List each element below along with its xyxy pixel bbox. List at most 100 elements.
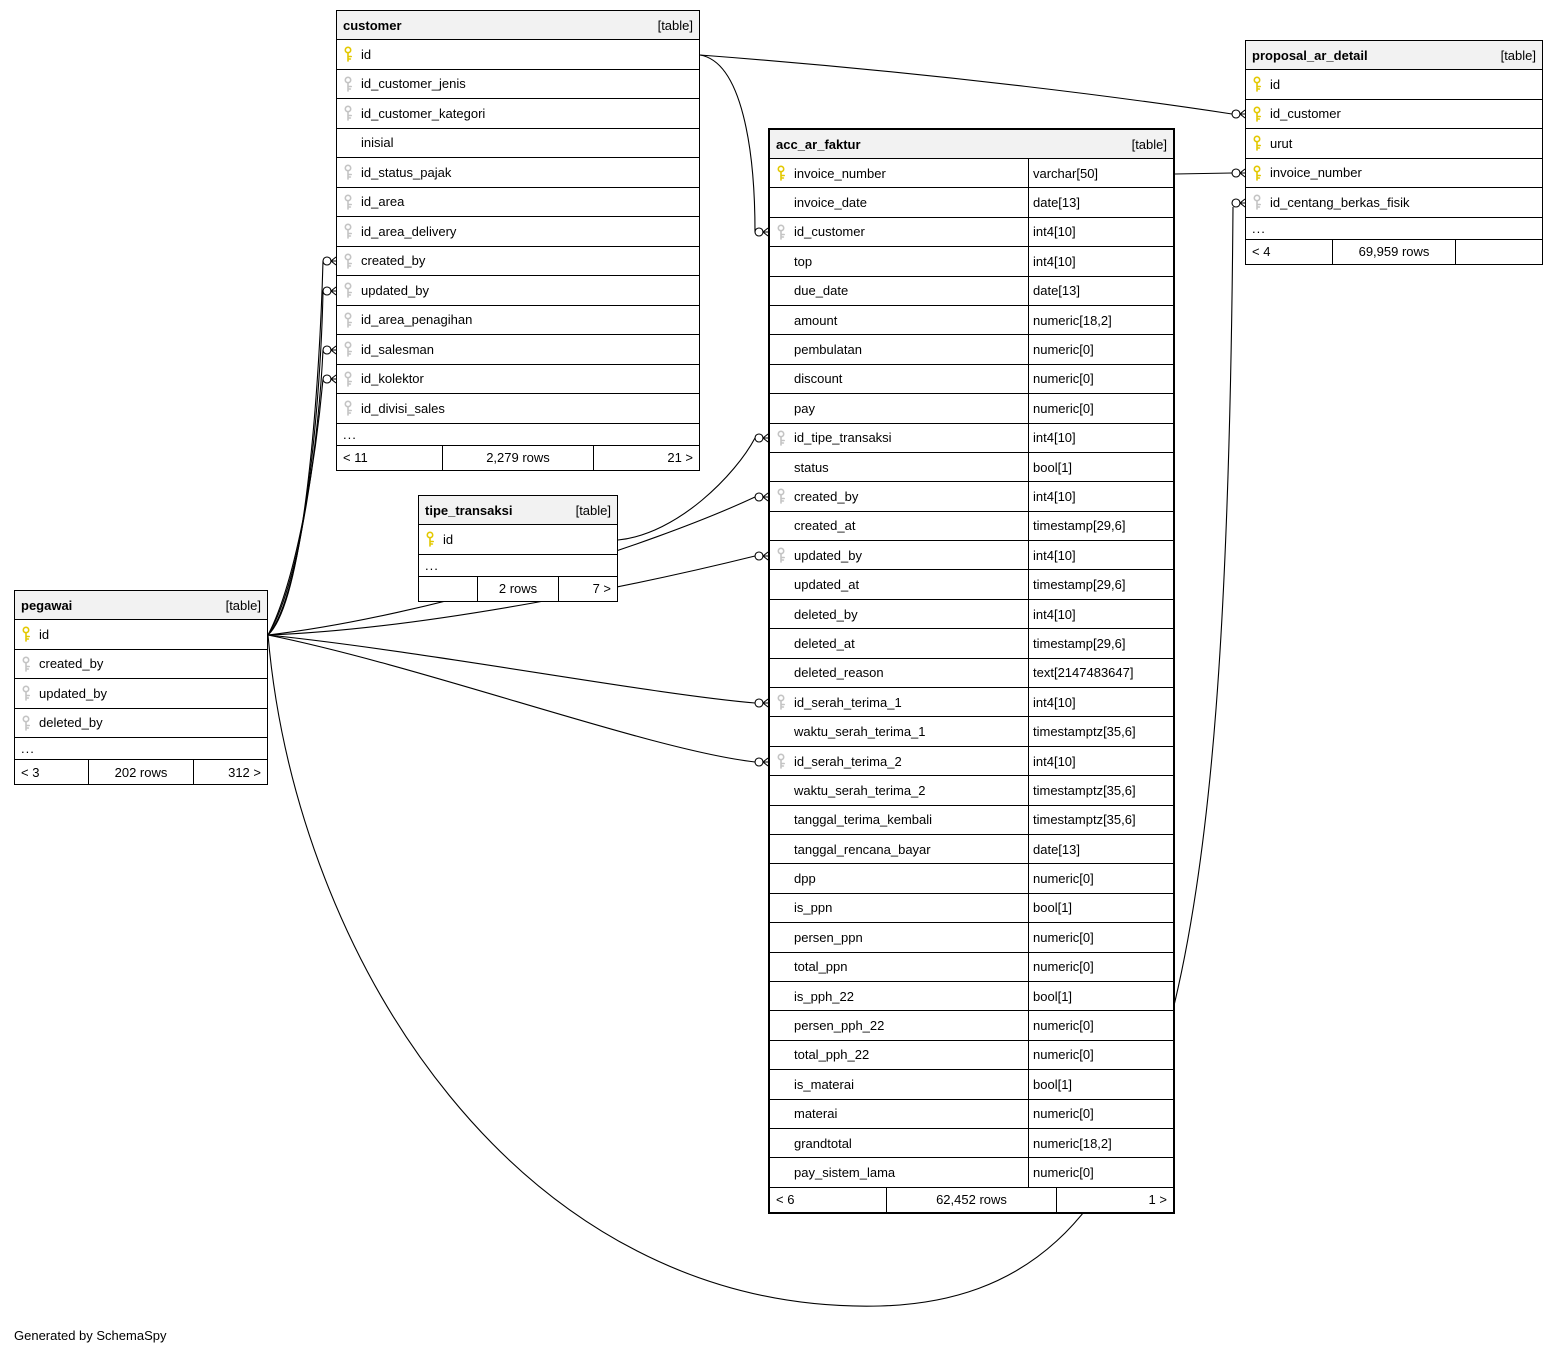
primary-key-icon: [426, 531, 434, 548]
column-row-id_area: id_area: [337, 187, 699, 217]
column-name: persen_pph_22: [794, 1018, 885, 1034]
column-type: bool[1]: [1028, 1070, 1173, 1099]
ellipsis-label: ...: [1252, 220, 1266, 236]
table-header[interactable]: pegawai [table]: [15, 591, 267, 620]
column-name: id: [361, 46, 372, 62]
footer-children-count: 312 >: [192, 760, 267, 784]
crow-foot-marker: [330, 256, 337, 266]
column-name: total_ppn: [794, 959, 848, 975]
relationship-pegawai-id-to-customer-id_salesman: [267, 349, 324, 636]
column-name: pay_sistem_lama: [794, 1164, 896, 1180]
fk-endpoint-circle: [754, 433, 764, 443]
foreign-key-icon: [344, 105, 352, 122]
footer-row-count: 62,452 rows: [886, 1187, 1055, 1212]
key-cell: [337, 223, 359, 240]
column-type: varchar[50]: [1028, 159, 1173, 188]
column-type: int4[10]: [1028, 541, 1173, 570]
fk-endpoint-circle: [322, 345, 332, 355]
column-name: id_area: [361, 194, 405, 210]
column-row-id_divisi_sales: id_divisi_sales: [337, 394, 699, 424]
column-row-id_customer: id_customer: [1246, 99, 1542, 129]
key-cell: [15, 715, 37, 731]
column-name: materai: [794, 1106, 838, 1122]
crow-foot-marker: [1239, 168, 1246, 178]
key-cell: [337, 164, 359, 181]
table-header[interactable]: acc_ar_faktur [table]: [770, 130, 1173, 159]
foreign-key-icon: [777, 488, 785, 505]
table-header[interactable]: tipe_transaksi [table]: [419, 496, 617, 525]
key-cell: [337, 312, 359, 328]
column-name: id_centang_berkas_fisik: [1270, 194, 1410, 210]
table-header[interactable]: proposal_ar_detail [table]: [1246, 41, 1542, 70]
key-cell: [419, 531, 441, 548]
column-type: date[13]: [1028, 276, 1173, 305]
column-row-updated_by: updated_by: [337, 276, 699, 306]
column-name: dpp: [794, 871, 816, 887]
column-type: int4[10]: [1028, 217, 1173, 247]
column-name: discount: [794, 371, 843, 387]
table-tag: [table]: [657, 17, 693, 33]
foreign-key-icon: [344, 253, 352, 269]
key-cell: [15, 626, 37, 643]
footer-row-count: 2,279 rows: [441, 445, 594, 470]
table-tipe-transaksi: tipe_transaksi [table] id... 2 rows 7 >: [418, 495, 618, 602]
column-row-ellipsis: ...: [337, 423, 699, 446]
column-type: bool[1]: [1028, 452, 1173, 482]
column-name: id_divisi_sales: [361, 400, 445, 416]
relationship-pegawai-id-to-customer-id_kolektor: [267, 378, 324, 636]
key-cell: [337, 76, 359, 92]
column-row-deleted_by: deleted_by: [15, 708, 267, 738]
column-name: status: [794, 459, 829, 475]
table-footer: < 4 69,959 rows: [1246, 239, 1542, 264]
table-header[interactable]: customer [table]: [337, 11, 699, 40]
fk-endpoint-circle: [322, 286, 332, 296]
column-name: total_pph_22: [794, 1047, 870, 1063]
generator-credit: Generated by SchemaSpy: [14, 1328, 167, 1343]
column-row-invoice_number: invoice_number: [1246, 158, 1542, 188]
footer-parents-count: [419, 577, 477, 601]
column-type: timestamp[29,6]: [1028, 629, 1173, 658]
column-name: id_serah_terima_1: [794, 694, 902, 710]
column-type: int4[10]: [1028, 688, 1173, 717]
fk-endpoint-circle: [754, 698, 764, 708]
foreign-key-icon: [777, 224, 785, 240]
foreign-key-icon: [344, 371, 352, 387]
column-type: int4[10]: [1028, 746, 1173, 776]
column-name: is_materai: [794, 1076, 854, 1092]
column-type: numeric[0]: [1028, 1099, 1173, 1128]
footer-row-count: 69,959 rows: [1331, 239, 1456, 264]
relationship-pegawai-id-to-acc_ar_faktur-updated_by: [267, 555, 756, 636]
column-name: id_customer_kategori: [361, 105, 486, 121]
relationship-tipe_transaksi-id-to-acc_ar_faktur-id_tipe_transaksi: [617, 437, 756, 541]
key-cell: [1246, 135, 1268, 152]
column-name: deleted_reason: [794, 665, 884, 681]
column-type: date[13]: [1028, 188, 1173, 217]
footer-children-count: 7 >: [558, 576, 617, 601]
column-row-id_serah_terima_1: id_serah_terima_1 int4[10]: [770, 688, 1173, 718]
key-cell: [770, 694, 792, 711]
relationship-acc_ar_faktur-invoice_number-to-proposal_ar_detail-invoice_number: [1174, 172, 1233, 175]
column-type: date[13]: [1028, 834, 1173, 864]
column-name: created_by: [39, 656, 104, 672]
foreign-key-icon: [1253, 194, 1261, 211]
column-name: id: [39, 626, 50, 642]
column-type: numeric[0]: [1028, 952, 1173, 981]
foreign-key-icon: [344, 194, 352, 210]
table-title: proposal_ar_detail: [1252, 47, 1368, 63]
column-name: id_customer_jenis: [361, 76, 466, 92]
column-name: id_tipe_transaksi: [794, 430, 892, 446]
key-cell: [15, 685, 37, 702]
